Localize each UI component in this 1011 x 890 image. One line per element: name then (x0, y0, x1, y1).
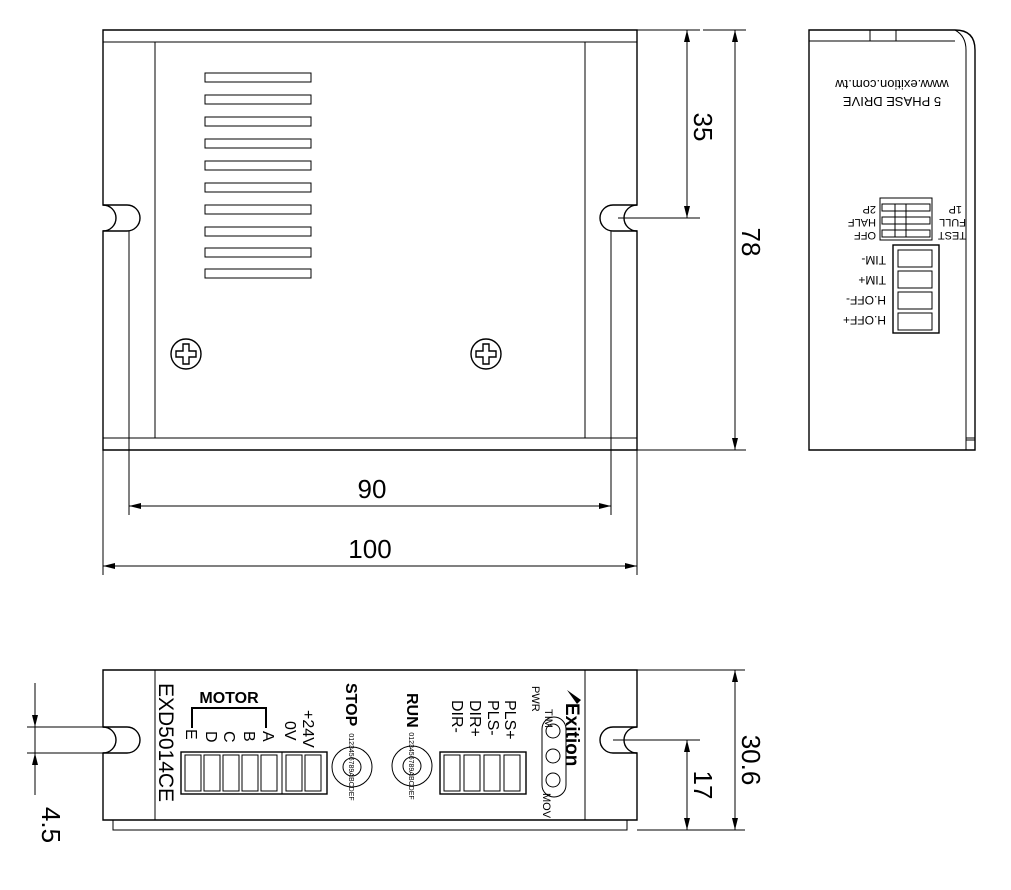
switch-label: 1P (949, 203, 962, 215)
dimension-label: 100 (348, 534, 391, 564)
switch-label: TEST (938, 229, 966, 241)
front-view: EXD5014CE MOTOR E D C B A +24V 0V STOP 0… (102, 669, 638, 831)
terminal-label: H.OFF- (846, 293, 886, 307)
power-label: +24V (299, 710, 316, 748)
screw-icon (470, 338, 502, 370)
motor-phase-label: E (182, 729, 199, 740)
dimension-label: 17 (688, 771, 718, 800)
switch-label: 2P (863, 203, 876, 215)
timing-terminal-block: TIM- TIM+ H.OFF- H.OFF+ (843, 244, 940, 334)
rotary-digits: 0123456789ABCDEF (347, 733, 354, 800)
power-label: 0V (281, 721, 298, 741)
run-rotary-switch: 0123456789ABCDEF (391, 732, 433, 800)
signal-label: DIR- (448, 700, 465, 733)
side-view-outline (808, 29, 976, 451)
brand-logo-icon (567, 690, 581, 704)
dip-switch: 1P FULL TEST 2P HALF OFF (848, 197, 966, 241)
dimension-label: 90 (358, 474, 387, 504)
dimension-35: 35 (618, 29, 718, 219)
motor-power-terminal-block (180, 751, 328, 795)
dimension-100: 100 (102, 450, 638, 575)
website-label: www.exition.com.tw (835, 77, 950, 92)
rotary-digits: 0123456789ABCDEF (407, 732, 414, 799)
dimension-30-6: 30.6 (637, 669, 766, 831)
top-view-outline (102, 29, 638, 451)
vent-slots (204, 72, 312, 279)
led-label: MOV (540, 793, 552, 819)
motor-phase-label: A (259, 731, 276, 742)
product-label: 5 PHASE DRIVE (843, 94, 942, 109)
signal-terminal-block (439, 751, 527, 795)
dimension-78: 78 (637, 29, 766, 451)
top-view (102, 29, 638, 451)
dimension-label: 78 (736, 228, 766, 257)
screw-icon (170, 338, 202, 370)
motor-phase-label: B (240, 731, 257, 742)
side-view: www.exition.com.tw 5 PHASE DRIVE 1P FULL… (808, 29, 976, 451)
led-label: PWR (529, 686, 541, 712)
stop-rotary-switch: 0123456789ABCDEF (331, 733, 373, 801)
switch-label: HALF (848, 216, 876, 228)
terminal-label: TIM+ (858, 273, 886, 287)
dimension-4-5: 4.5 (27, 683, 103, 843)
signal-label: PLS- (484, 700, 501, 736)
dimension-17: 17 (613, 739, 718, 831)
model-label: EXD5014CE (154, 683, 177, 802)
dimension-label: 35 (688, 113, 718, 142)
run-label: RUN (403, 693, 420, 728)
dimension-label: 30.6 (736, 735, 766, 786)
signal-label: DIR+ (466, 700, 483, 737)
motor-phase-label: D (202, 731, 219, 743)
brand-logo: Exition (561, 703, 582, 766)
switch-label: OFF (854, 229, 876, 241)
stop-label: STOP (342, 683, 359, 727)
led-indicators (541, 716, 567, 798)
dimension-label: 4.5 (36, 807, 66, 843)
motor-phase-label: C (220, 731, 237, 743)
terminal-label: TIM- (861, 253, 886, 267)
terminal-label: H.OFF+ (843, 313, 886, 327)
motor-label: MOTOR (199, 690, 259, 707)
front-view-outline (102, 669, 638, 821)
switch-label: FULL (939, 216, 966, 228)
signal-label: PLS+ (501, 700, 518, 740)
dimension-90: 90 (128, 231, 612, 515)
